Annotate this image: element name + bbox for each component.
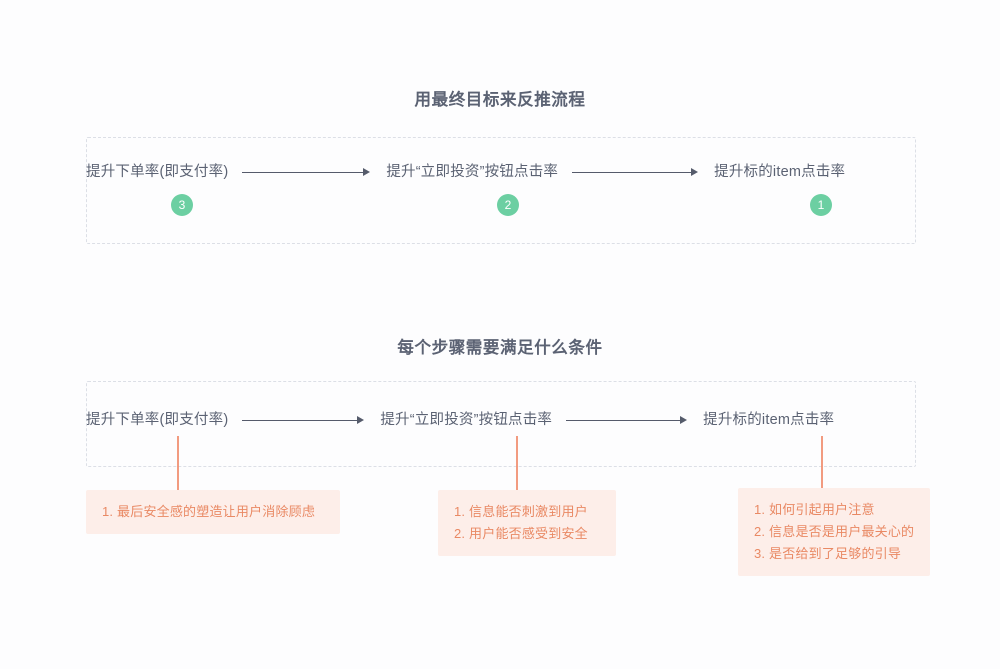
connector-line-3 — [821, 436, 823, 488]
step-badge-1: 1 — [810, 194, 832, 216]
condition-item: 2. 信息是否是用户最关心的 — [754, 524, 915, 539]
flow-node-label-3: 提升标的item点击率 — [714, 164, 846, 180]
condition-arrow-1-to-2 — [242, 416, 365, 424]
condition-item: 1. 最后安全感的塑造让用户消除顾虑 — [102, 504, 316, 519]
section-title-step-conditions: 每个步骤需要满足什么条件 — [397, 339, 603, 357]
connector-line-1 — [177, 436, 179, 490]
condition-node-label-3: 提升标的item点击率 — [703, 412, 835, 428]
condition-node-label-2: 提升“立即投资”按钮点击率 — [380, 412, 553, 428]
arrow-head-icon — [691, 168, 699, 176]
condition-item: 1. 如何引起用户注意 — [754, 502, 875, 517]
step-badge-3: 3 — [171, 194, 193, 216]
arrow-shaft — [242, 419, 359, 421]
flow-row-goal-backtrack: 提升下单率(即支付率) 提升“立即投资”按钮点击率 提升标的item点击率 — [86, 160, 914, 184]
flow-node-label-2: 提升“立即投资”按钮点击率 — [386, 164, 559, 180]
flow-container-step-conditions — [86, 381, 916, 467]
condition-item: 1. 信息能否刺激到用户 — [454, 504, 588, 519]
arrow-head-icon — [680, 416, 688, 424]
arrow-shaft — [566, 419, 682, 421]
condition-box-2: 1. 信息能否刺激到用户 2. 用户能否感受到安全 — [438, 490, 616, 556]
flow-row-step-conditions: 提升下单率(即支付率) 提升“立即投资”按钮点击率 提升标的item点击率 — [86, 408, 914, 432]
flow-arrow-1-to-2 — [242, 168, 371, 176]
arrow-shaft — [242, 171, 365, 173]
step-badge-2: 2 — [497, 194, 519, 216]
condition-box-1: 1. 最后安全感的塑造让用户消除顾虑 — [86, 490, 340, 534]
connector-line-2 — [516, 436, 518, 490]
section-title-goal-backtrack: 用最终目标来反推流程 — [414, 91, 586, 109]
flow-container-goal-backtrack — [86, 137, 916, 244]
arrow-head-icon — [363, 168, 371, 176]
condition-arrow-2-to-3 — [566, 416, 688, 424]
condition-box-3: 1. 如何引起用户注意 2. 信息是否是用户最关心的 3. 是否给到了足够的引导 — [738, 488, 930, 576]
arrow-head-icon — [357, 416, 365, 424]
flow-arrow-2-to-3 — [572, 168, 699, 176]
condition-item: 2. 用户能否感受到安全 — [454, 526, 588, 541]
condition-item: 3. 是否给到了足够的引导 — [754, 546, 902, 561]
condition-node-label-1: 提升下单率(即支付率) — [86, 412, 229, 428]
arrow-shaft — [572, 171, 693, 173]
flow-node-label-1: 提升下单率(即支付率) — [86, 164, 229, 180]
